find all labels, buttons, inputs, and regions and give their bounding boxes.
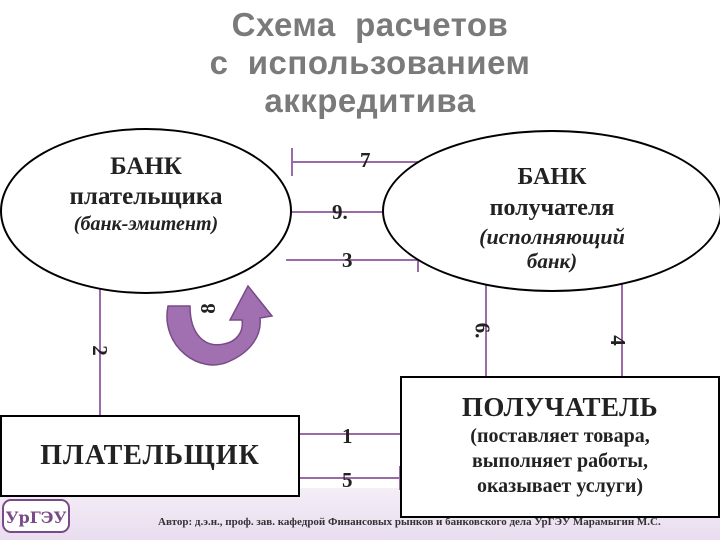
recipient-desc-1: (поставляет товара, [470, 425, 650, 447]
recipient-desc-2: выполняет работы, [472, 450, 648, 472]
author-footer: Автор: д.э.н., проф. зав. кафедрой Финан… [158, 516, 661, 528]
recipient-desc-3: оказывает услуги) [476, 475, 644, 497]
recipient-node: ПОЛУЧАТЕЛЬ (поставляет товара, выполняет… [400, 376, 720, 518]
circular-arrow-icon [166, 284, 274, 366]
payer-bank-title: БАНК [110, 153, 182, 180]
logo-text: УрГЭУ [6, 508, 67, 527]
recipient-bank-title: БАНК [517, 164, 587, 190]
recipient-bank-subtitle: получателя [489, 195, 615, 221]
step-4-label: 4 [605, 335, 630, 346]
recipient-title: ПОЛУЧАТЕЛЬ [461, 392, 659, 422]
step-6-label: 6. [470, 322, 495, 339]
step-1-label: 1 [342, 424, 353, 448]
payer-bank-role: (банк-эмитент) [73, 213, 219, 235]
step-3-label: 3 [342, 248, 353, 272]
step-9-label: 9. [332, 200, 348, 224]
diagram-title: Схема расчетов с использованием аккредит… [150, 6, 590, 120]
title-line-1: Схема расчетов [231, 6, 509, 43]
step-8-label: 8 [195, 303, 220, 314]
payer-node: ПЛАТЕЛЬЩИК [0, 415, 300, 497]
title-line-3: аккредитива [264, 82, 476, 119]
recipient-bank-node: БАНК получателя (исполняющий банк) [382, 130, 720, 292]
payer-bank-subtitle: плательщика [69, 183, 223, 210]
recipient-bank-role-2: банк) [526, 249, 578, 273]
title-line-2: с использованием [209, 44, 531, 81]
step-5-label: 5 [342, 468, 353, 492]
recipient-bank-role-1: (исполняющий [479, 224, 625, 249]
step-7-label: 7 [360, 148, 371, 172]
university-logo: УрГЭУ [2, 499, 70, 533]
payer-bank-node: БАНК плательщика (банк-эмитент) [0, 128, 292, 294]
step-2-label: 2 [87, 345, 112, 356]
